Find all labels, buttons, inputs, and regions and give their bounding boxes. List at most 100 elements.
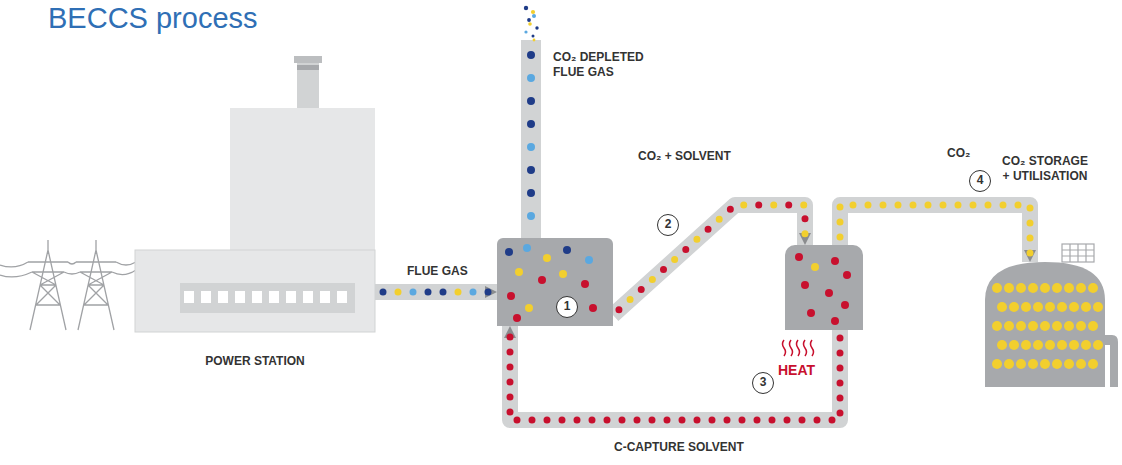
co2-dot xyxy=(1004,283,1014,293)
molecule-dot xyxy=(811,263,819,271)
molecule-dot xyxy=(841,301,849,309)
storage-dome xyxy=(985,244,1118,387)
pipe-connector xyxy=(840,205,1030,262)
co2-dot xyxy=(1040,283,1050,293)
molecule-dot xyxy=(825,289,833,297)
co2-dot xyxy=(1045,340,1055,350)
molecule-dot xyxy=(801,281,809,289)
molecule-dot xyxy=(581,280,589,288)
co2-dot xyxy=(1076,283,1086,293)
pipe-connector xyxy=(375,292,497,293)
co2-dot xyxy=(992,359,1002,369)
pylon-symbol xyxy=(0,240,136,330)
callout-number: 4 xyxy=(969,170,991,192)
pipe-dots xyxy=(375,289,497,296)
co2-dot xyxy=(1088,321,1098,331)
co2-dot xyxy=(1040,359,1050,369)
co2-dot xyxy=(1045,302,1055,312)
co2-dot xyxy=(992,283,1002,293)
co2-dot xyxy=(992,321,1002,331)
molecule-dot xyxy=(831,257,839,265)
molecule-dot xyxy=(795,253,803,261)
pipe-dots xyxy=(613,205,805,315)
window xyxy=(320,291,330,303)
co2-dot xyxy=(1076,321,1086,331)
co2-dot xyxy=(1040,321,1050,331)
window xyxy=(201,291,211,303)
stripper-tower: 3 xyxy=(785,245,863,330)
smoke-dot xyxy=(524,6,528,10)
smoke-dot xyxy=(535,26,538,29)
power-station: POWER STATION xyxy=(135,100,375,332)
callout-number: 1 xyxy=(556,296,578,318)
absorber-chimney xyxy=(521,6,541,240)
co2-dot xyxy=(1009,302,1019,312)
molecule-dot xyxy=(589,304,597,312)
molecule-dot xyxy=(807,309,815,317)
pipe-connector xyxy=(613,205,805,315)
molecule-dot xyxy=(523,244,531,252)
co2-dot xyxy=(1028,359,1038,369)
pipe-dots xyxy=(375,289,497,296)
molecule-dot xyxy=(543,254,551,262)
molecule-dot xyxy=(513,314,521,322)
pipe-dots xyxy=(375,289,497,296)
molecule-dot xyxy=(538,276,546,284)
molecule-dot xyxy=(559,270,567,278)
co2-dot xyxy=(997,340,1007,350)
co2-dot xyxy=(1016,359,1026,369)
co2-dot xyxy=(1004,321,1014,331)
smoke-dot xyxy=(532,35,535,38)
pipe-dots xyxy=(613,205,805,315)
gas-dot xyxy=(527,97,535,105)
power-station-building xyxy=(135,56,375,332)
co2-dot xyxy=(1069,340,1079,350)
molecule-dot xyxy=(563,246,571,254)
co2-dot xyxy=(1028,283,1038,293)
smoke-dot xyxy=(528,22,532,26)
co2-dot xyxy=(1076,359,1086,369)
co2-dot xyxy=(1052,321,1062,331)
window xyxy=(218,291,228,303)
absorber-tower: 1 xyxy=(497,238,613,326)
co2-dot xyxy=(1088,283,1098,293)
window xyxy=(303,291,313,303)
window xyxy=(269,291,279,303)
callout-number: 3 xyxy=(752,372,774,394)
smoke-dot xyxy=(532,14,536,18)
gas-label: CO₂ DEPLETED FLUE GAS xyxy=(553,50,653,80)
gas-dot xyxy=(527,166,535,174)
window-row xyxy=(184,291,347,303)
co2-dot xyxy=(1016,283,1026,293)
gas-dot xyxy=(527,120,535,128)
node-label: POWER STATION xyxy=(135,354,375,369)
co2-dot xyxy=(1021,340,1031,350)
pipe-connector xyxy=(510,326,840,420)
gas-dot xyxy=(527,189,535,197)
co2-dot xyxy=(1033,340,1043,350)
molecule-dot xyxy=(507,292,515,300)
co2-dot xyxy=(1033,302,1043,312)
molecule-dot xyxy=(525,304,533,312)
window xyxy=(252,291,262,303)
co2-dot xyxy=(1016,321,1026,331)
co2-dot xyxy=(1093,302,1103,312)
gas-dot xyxy=(527,143,535,151)
pipe xyxy=(840,205,1030,262)
co2-dot xyxy=(1057,302,1067,312)
co2-dot xyxy=(1004,359,1014,369)
co2-dot xyxy=(1028,321,1038,331)
pipe xyxy=(375,284,497,300)
molecule-dot xyxy=(843,271,851,279)
pipe xyxy=(510,326,840,420)
co2-dot xyxy=(1021,302,1031,312)
heat-waves xyxy=(783,340,814,356)
co2-dot xyxy=(1064,359,1074,369)
molecule-dot xyxy=(831,317,839,325)
pipe-label: CO₂ + SOLVENT xyxy=(636,149,733,164)
molecule-dot xyxy=(585,256,593,264)
co2-dot xyxy=(1052,359,1062,369)
co2-dot xyxy=(1081,302,1091,312)
node-label: CO₂ STORAGE + UTILISATION xyxy=(1000,154,1090,184)
